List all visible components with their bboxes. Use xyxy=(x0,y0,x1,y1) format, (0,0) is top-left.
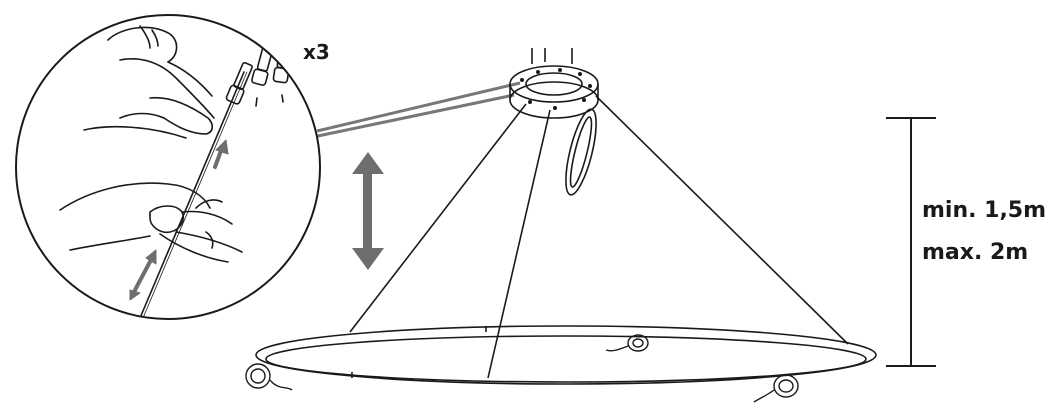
quantity-label: x3 xyxy=(303,40,330,64)
suspension-cables xyxy=(349,95,849,379)
canopy-cover-plate xyxy=(565,108,597,196)
lower-hand-icon xyxy=(59,182,243,263)
suspension-cable xyxy=(139,71,245,319)
height-adjust-arrow-icon xyxy=(352,152,384,270)
coiled-cable-icon xyxy=(245,334,799,403)
min-height-label: min. 1,5m xyxy=(922,198,1047,223)
cable-slide-arrow-icon xyxy=(133,256,154,292)
detail-magnifier xyxy=(15,14,321,320)
luminaire-ring xyxy=(255,325,877,385)
upper-hand-icon xyxy=(83,25,215,139)
height-dimension-bracket xyxy=(886,117,936,367)
max-height-label: max. 2m xyxy=(922,240,1029,265)
detail-leader-lines xyxy=(312,81,521,139)
